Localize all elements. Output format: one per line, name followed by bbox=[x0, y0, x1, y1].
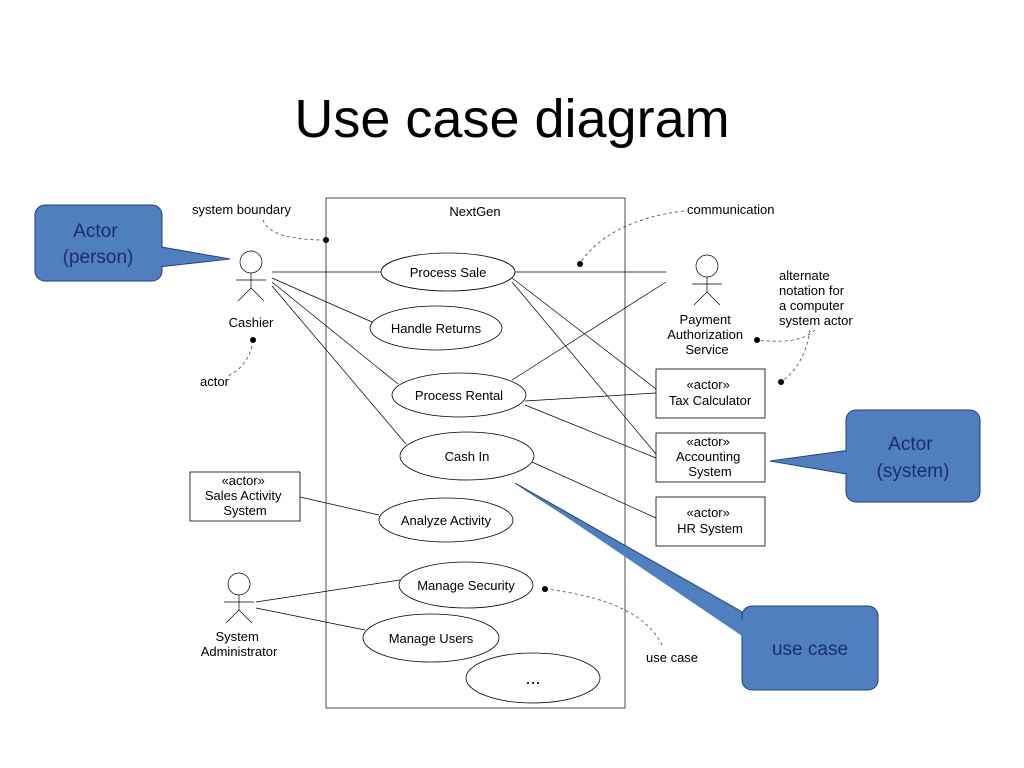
system-name: NextGen bbox=[449, 204, 500, 219]
use-case-handle-returns: Handle Returns bbox=[369, 305, 503, 351]
assoc-admin-users bbox=[255, 607, 366, 631]
svg-text:«actor» Tax Calculator: «actor» Tax Calculator bbox=[669, 377, 752, 408]
use-case-process-sale: Process Sale bbox=[380, 252, 516, 292]
svg-text:use case: use case bbox=[772, 639, 848, 660]
svg-text:Process Sale: Process Sale bbox=[410, 265, 487, 280]
assoc-process-sale-accounting bbox=[511, 281, 657, 455]
use-case-manage-users: Manage Users bbox=[362, 613, 500, 663]
system-boundary-box bbox=[325, 197, 626, 709]
assoc-process-rental-tax bbox=[524, 392, 657, 402]
svg-text:Handle Returns: Handle Returns bbox=[391, 321, 482, 336]
assoc-cashier-cash-in bbox=[271, 285, 407, 445]
assoc-process-sale-tax bbox=[511, 277, 657, 390]
annotation-system-boundary: system boundary bbox=[192, 202, 291, 217]
callout-use-case: use case bbox=[514, 482, 879, 691]
assoc-cash-in-hr bbox=[531, 461, 657, 519]
annotation-actor: actor bbox=[200, 374, 230, 389]
use-case-cash-in: Cash In bbox=[399, 431, 535, 481]
use-case-more: ... bbox=[465, 652, 601, 704]
actor-payment-label: Payment Authorization Service bbox=[667, 312, 747, 357]
actor-sysadmin-icon bbox=[224, 572, 254, 624]
annotation-alternate-notation: alternate notation for a computer system… bbox=[779, 268, 853, 328]
svg-text:...: ... bbox=[525, 668, 540, 688]
slide-title: Use case diagram bbox=[294, 89, 730, 149]
svg-text:Actor (person): Actor (person) bbox=[63, 221, 134, 268]
svg-text:Manage Security: Manage Security bbox=[417, 578, 515, 593]
annotation-communication: communication bbox=[687, 202, 774, 217]
association-lines bbox=[255, 271, 667, 631]
use-case-analyze-activity: Analyze Activity bbox=[378, 497, 514, 543]
svg-text:«actor» Sales Activity: «actor» Sales Activity System bbox=[205, 473, 285, 518]
assoc-cashier-process-rental bbox=[271, 281, 399, 385]
use-case-process-rental: Process Rental bbox=[391, 372, 527, 418]
svg-text:Manage Users: Manage Users bbox=[389, 631, 474, 646]
annotation-use-case: use case bbox=[646, 650, 698, 665]
system-actor-tax-calculator: «actor» Tax Calculator bbox=[655, 368, 766, 419]
actor-cashier-label: Cashier bbox=[229, 315, 274, 330]
svg-text:«actor» Accounting: «actor» Accounting System bbox=[676, 434, 744, 479]
system-actor-accounting: «actor» Accounting System bbox=[655, 432, 766, 483]
use-case-manage-security: Manage Security bbox=[398, 561, 534, 609]
assoc-process-rental-payment bbox=[511, 281, 667, 381]
svg-text:Actor (system): Actor (system) bbox=[877, 434, 950, 482]
svg-text:«actor» HR System: «actor» HR System bbox=[677, 505, 743, 536]
assoc-admin-security bbox=[255, 579, 401, 603]
annotation-leaders bbox=[227, 210, 816, 646]
system-actor-sales-activity: «actor» Sales Activity System bbox=[189, 471, 301, 522]
actor-cashier-icon bbox=[236, 250, 266, 302]
callout-actor-system: Actor (system) bbox=[769, 409, 981, 503]
system-actor-hr: «actor» HR System bbox=[655, 496, 766, 547]
assoc-cashier-handle-returns bbox=[271, 277, 373, 323]
svg-text:Cash In: Cash In bbox=[445, 449, 490, 464]
actor-sysadmin-label: System Administrator bbox=[201, 629, 278, 659]
callout-actor-person: Actor (person) bbox=[34, 204, 231, 282]
assoc-process-rental-accounting bbox=[524, 404, 657, 459]
svg-text:Analyze Activity: Analyze Activity bbox=[401, 513, 492, 528]
svg-text:Process Rental: Process Rental bbox=[415, 388, 503, 403]
actor-payment-icon bbox=[692, 254, 722, 306]
assoc-sales-analyze bbox=[299, 496, 380, 516]
